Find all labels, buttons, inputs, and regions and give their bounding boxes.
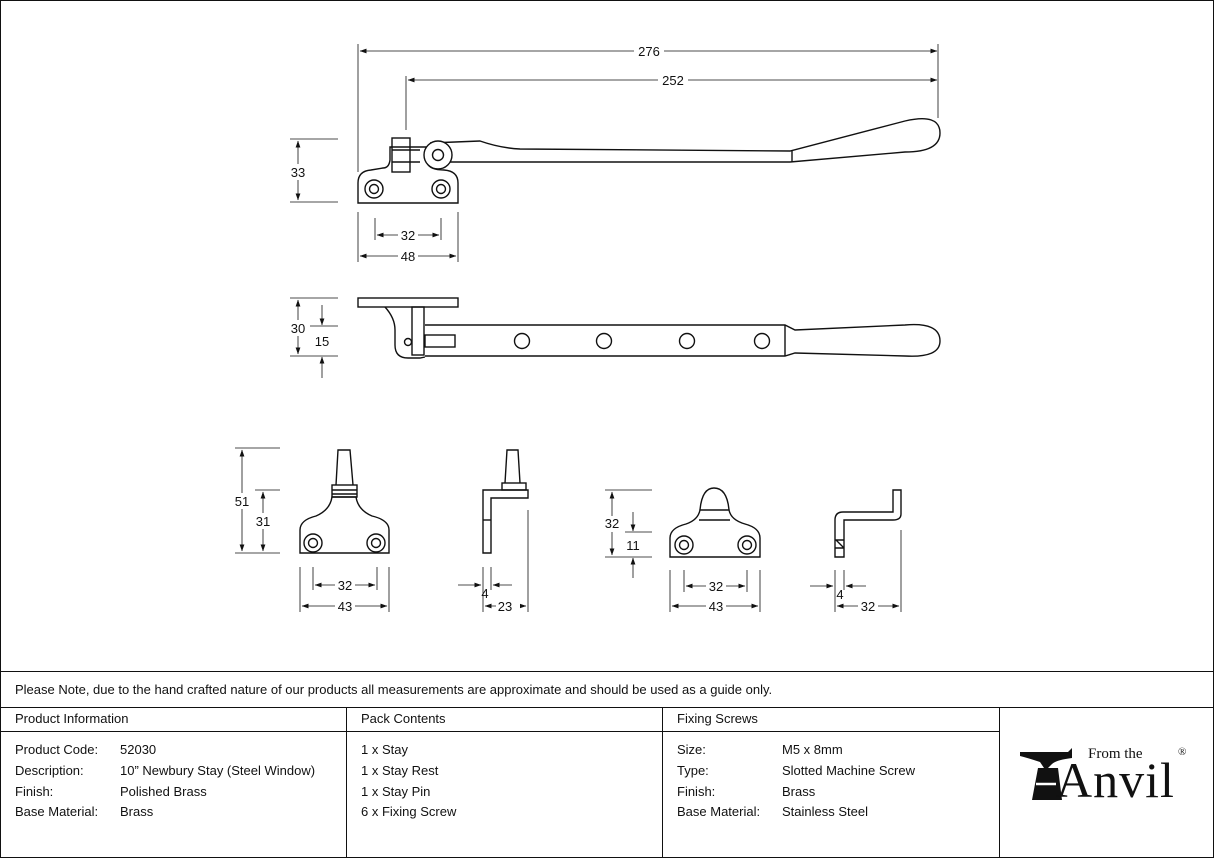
base-material-label: Base Material: <box>15 804 99 819</box>
pack-item: 6 x Fixing Screw <box>361 804 457 819</box>
stay-top-view <box>357 44 941 204</box>
dim-pin-base-width: 43 <box>338 599 352 614</box>
stay-side-view <box>357 297 941 359</box>
dim-rest-height: 32 <box>605 516 619 531</box>
screw-finish-label: Finish: <box>677 784 716 799</box>
base-material-value: Brass <box>120 804 154 819</box>
product-info-header: Product Information <box>15 711 129 726</box>
header-divider <box>0 731 1000 732</box>
pack-item: 1 x Stay Pin <box>361 784 431 799</box>
pack-item: 1 x Stay <box>361 742 408 757</box>
dim-rest-depth: 32 <box>861 599 875 614</box>
screw-finish-value: Brass <box>782 784 816 799</box>
drawing-area: 276 252 33 32 48 30 15 51 31 32 43 4 23 … <box>232 43 941 614</box>
description-label: Description: <box>15 763 84 778</box>
finish-value: Polished Brass <box>120 784 207 799</box>
dim-pin-screw-centres: 32 <box>338 578 352 593</box>
logo-big-text: Anvil <box>1056 752 1175 808</box>
finish-label: Finish: <box>15 784 54 799</box>
screw-type-value: Slotted Machine Screw <box>782 763 915 778</box>
stay-rest-front-view <box>669 487 761 558</box>
screw-size-label: Size: <box>677 742 706 757</box>
anvil-icon <box>1020 748 1072 800</box>
dim-side-pin-offset: 15 <box>315 334 329 349</box>
dim-rest-screw-centres: 32 <box>709 579 723 594</box>
stay-rest-side-view <box>834 489 902 558</box>
fixing-screws-header: Fixing Screws <box>677 711 758 726</box>
screw-material-label: Base Material: <box>677 804 761 819</box>
registered-mark: ® <box>1178 746 1187 758</box>
stay-pin-side-view <box>482 449 529 554</box>
column-divider-1 <box>346 707 347 857</box>
product-code-label: Product Code: <box>15 742 99 757</box>
column-divider-2 <box>662 707 663 857</box>
screw-type-label: Type: <box>677 763 709 778</box>
title-block-top-border <box>0 671 1214 672</box>
product-code-value: 52030 <box>120 742 157 757</box>
pack-contents-header: Pack Contents <box>361 711 446 726</box>
dim-pin-height: 51 <box>235 494 249 509</box>
note-divider <box>0 707 1214 708</box>
dimension-labels: 276 252 33 32 48 30 15 51 31 32 43 4 23 … <box>232 43 878 614</box>
dim-side-height: 30 <box>291 321 305 336</box>
dim-top-base-width: 48 <box>401 249 415 264</box>
screw-material-value: Stainless Steel <box>782 804 868 819</box>
dim-lever-length: 252 <box>662 73 684 88</box>
stay-pin-front-view <box>299 449 390 554</box>
pack-item: 1 x Stay Rest <box>361 763 439 778</box>
dim-top-screw-centres: 32 <box>401 228 415 243</box>
dim-pin-depth: 23 <box>498 599 512 614</box>
column-divider-3 <box>999 707 1000 857</box>
dim-overall-length: 276 <box>638 44 660 59</box>
dim-rest-base-width: 43 <box>709 599 723 614</box>
screw-size-value: M5 x 8mm <box>782 742 843 757</box>
logo-small-text: From the <box>1088 746 1143 762</box>
dim-pin-base-height: 31 <box>256 514 270 529</box>
from-the-anvil-logo: From the Anvil ® <box>1016 742 1196 812</box>
dim-rest-thickness: 4 <box>836 587 843 602</box>
description-value: 10” Newbury Stay (Steel Window) <box>120 763 316 778</box>
dimension-lines <box>235 138 902 612</box>
dim-rest-base-height: 11 <box>626 538 640 553</box>
dim-pin-thickness: 4 <box>481 586 488 601</box>
measurement-note: Please Note, due to the hand crafted nat… <box>15 682 773 697</box>
dim-top-height: 33 <box>291 165 305 180</box>
